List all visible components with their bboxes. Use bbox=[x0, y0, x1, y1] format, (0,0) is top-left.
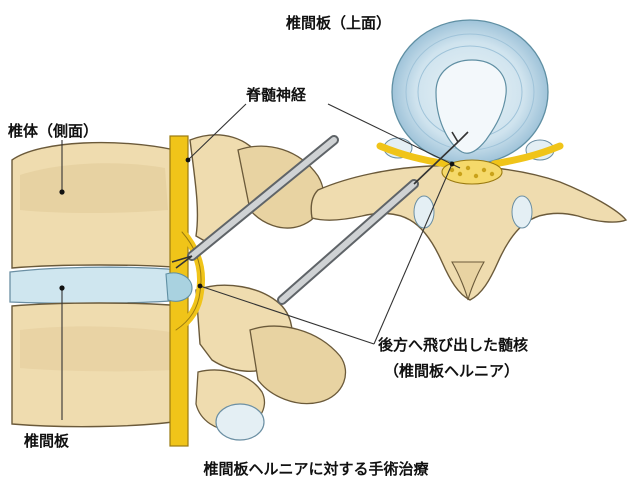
label-disc-top: 椎間板（上面） bbox=[286, 14, 391, 32]
label-herniated-nucleus-1: 後方へ飛び出した髄核 bbox=[377, 336, 528, 354]
label-vertebra-side: 椎体（側面） bbox=[8, 122, 98, 140]
top-lamina-right bbox=[512, 196, 532, 228]
label-spinal-nerve: 脊髄神経 bbox=[245, 86, 307, 104]
side-disc bbox=[10, 267, 182, 303]
top-view-vertebra bbox=[311, 20, 626, 300]
lower-spinous-process bbox=[250, 326, 346, 403]
label-herniated-nucleus-2: （椎間板ヘルニア） bbox=[384, 362, 519, 380]
lower-vertebral-shade bbox=[20, 326, 172, 371]
upper-vertebral-shade bbox=[20, 163, 168, 213]
lower-facet-disc bbox=[216, 404, 264, 440]
label-disc: 椎間板 bbox=[24, 432, 70, 450]
caption: 椎間板ヘルニアに対する手術治療 bbox=[203, 460, 429, 478]
